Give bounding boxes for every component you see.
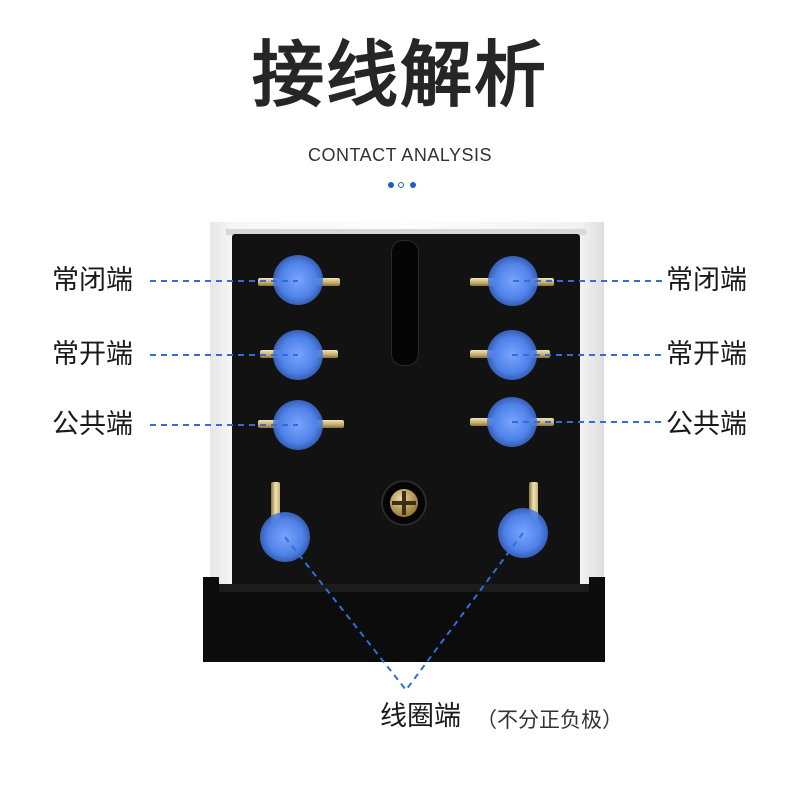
page-subtitle: CONTACT ANALYSIS — [307, 145, 493, 165]
dot-icon — [388, 182, 394, 188]
label-coil: 线圈端 — [380, 701, 461, 732]
center-tab — [391, 240, 419, 366]
page-title: 接线解析 — [251, 33, 548, 117]
dot-icon — [410, 182, 416, 188]
label-no-left: 常开端 — [52, 339, 133, 370]
label-no-right: 常开端 — [666, 339, 747, 370]
case-rim — [226, 229, 586, 235]
dot-icon — [398, 182, 404, 188]
base-notch — [589, 577, 605, 593]
relay-base — [203, 590, 605, 662]
label-nc-right: 常闭端 — [666, 265, 747, 296]
base-notch — [203, 577, 219, 593]
label-coil-note: （不分正负极） — [476, 708, 623, 732]
label-com-right: 公共端 — [666, 409, 747, 440]
leader-line — [284, 532, 524, 692]
pagination-dots — [386, 180, 418, 190]
base-ridge — [219, 584, 589, 592]
label-com-left: 公共端 — [52, 409, 133, 440]
label-nc-left: 常闭端 — [52, 265, 133, 296]
